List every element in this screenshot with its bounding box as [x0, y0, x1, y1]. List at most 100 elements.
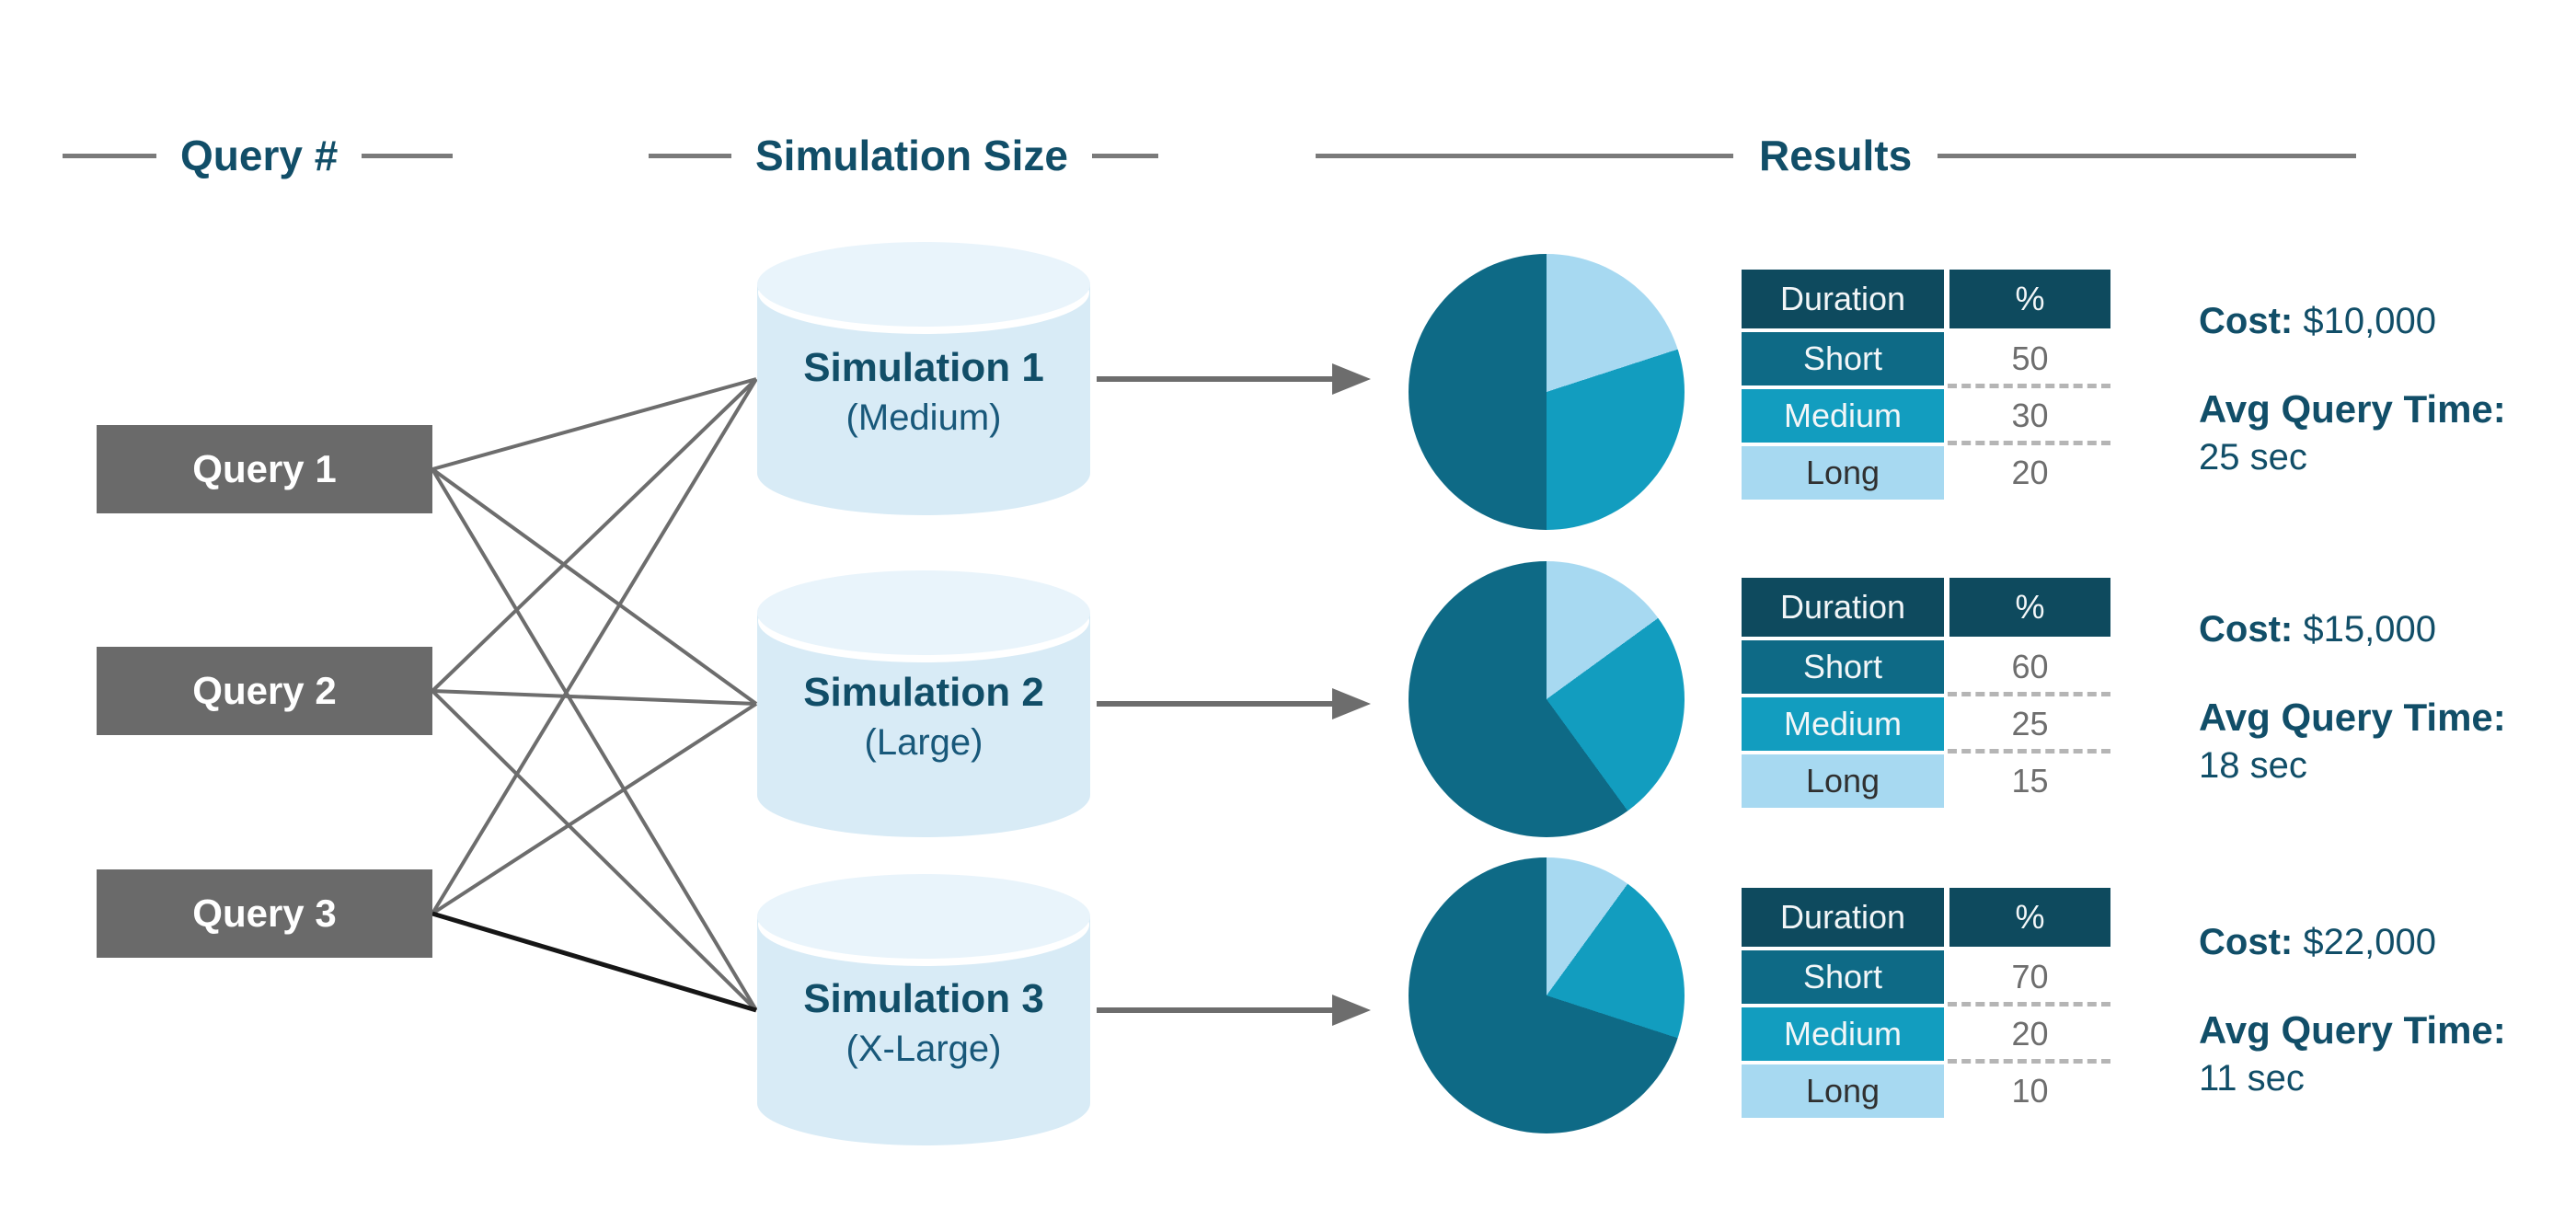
results-section-header: Results [1316, 131, 2357, 180]
header-line [362, 153, 454, 158]
cost-value: $10,000 [2303, 301, 2436, 341]
connection-q2-s2 [431, 689, 757, 706]
connection-q3-s1 [431, 377, 758, 915]
short-value-cell: 50 [1949, 332, 2110, 385]
medium-value-cell: 30 [1949, 389, 2110, 443]
cost-value: $15,000 [2303, 609, 2436, 650]
duration-header-cell: Duration [1742, 578, 1944, 637]
simulation-label-group: Simulation 1 (Medium) [757, 242, 1090, 515]
flow-arrowhead-2 [1332, 688, 1371, 719]
result-block-3: Cost: $22,000 Avg Query Time: 11 sec [2199, 920, 2576, 1100]
duration-table-3: Duration % Short 70 Medium 20 Long 10 [1742, 888, 2110, 1118]
query-box-2: Query 2 [97, 647, 432, 735]
medium-value-cell: 20 [1949, 1007, 2110, 1061]
cylinder-top [757, 874, 1090, 959]
query-box-1: Query 1 [97, 425, 432, 513]
simulation-cylinder-2: Simulation 2 (Large) [757, 570, 1090, 837]
percent-header-cell: % [1949, 888, 2110, 947]
pie-chart-1 [1409, 254, 1685, 530]
long-label-cell: Long [1742, 446, 1944, 500]
short-label-cell: Short [1742, 950, 1944, 1004]
table-row: Short 60 [1742, 640, 2110, 694]
cylinder-top [757, 570, 1090, 655]
table-dashed-divider [1948, 1002, 2110, 1007]
query-section-header: Query # [63, 131, 454, 180]
short-label-cell: Short [1742, 640, 1944, 694]
simulation-name: Simulation 1 [803, 344, 1044, 390]
avg-query-time-value: 18 sec [2199, 745, 2307, 786]
cost-label: Cost: [2199, 301, 2294, 341]
table-row: Medium 30 [1742, 389, 2110, 443]
cost-label: Cost: [2199, 922, 2294, 962]
table-row: Medium 20 [1742, 1007, 2110, 1061]
simulation-cylinder-1: Simulation 1 (Medium) [757, 242, 1090, 515]
avg-query-time-value: 11 sec [2199, 1058, 2305, 1099]
table-header-row: Duration % [1742, 270, 2110, 328]
cost-value: $22,000 [2303, 922, 2436, 962]
table-row: Medium 25 [1742, 697, 2110, 751]
table-header-row: Duration % [1742, 888, 2110, 947]
short-value-cell: 60 [1949, 640, 2110, 694]
query-box-label: Query 2 [192, 669, 337, 712]
connection-q1-s1 [431, 377, 757, 471]
duration-table-1: Duration % Short 50 Medium 30 Long 20 [1742, 270, 2110, 500]
results-section-title: Results [1759, 132, 1913, 179]
long-label-cell: Long [1742, 1064, 1944, 1118]
header-line [649, 153, 731, 158]
table-dashed-divider [1948, 749, 2110, 754]
table-row: Short 70 [1742, 950, 2110, 1004]
simulation-size: (X-Large) [845, 1028, 1002, 1069]
simulation-size: (Medium) [845, 397, 1002, 438]
long-value-cell: 15 [1949, 754, 2110, 808]
connection-q3-s3 [431, 911, 757, 1013]
table-dashed-divider [1948, 384, 2110, 388]
result-block-1: Cost: $10,000 Avg Query Time: 25 sec [2199, 299, 2576, 479]
table-row: Long 15 [1742, 754, 2110, 808]
duration-header-cell: Duration [1742, 270, 1944, 328]
pie-chart-2 [1409, 561, 1685, 837]
connection-q1-s3 [431, 467, 758, 1012]
header-line [1316, 153, 1733, 158]
cost-line: Cost: $15,000 [2199, 607, 2576, 651]
percent-header-cell: % [1949, 578, 2110, 637]
duration-header-cell: Duration [1742, 888, 1944, 947]
table-row: Long 20 [1742, 446, 2110, 500]
simulation-name: Simulation 2 [803, 670, 1044, 715]
header-line [1938, 153, 2357, 158]
connection-q2-s3 [431, 689, 758, 1012]
simulation-label-group: Simulation 2 (Large) [757, 570, 1090, 837]
percent-header-cell: % [1949, 270, 2110, 328]
simulation-section-header: Simulation Size [649, 131, 1158, 180]
medium-label-cell: Medium [1742, 697, 1944, 751]
cost-line: Cost: $22,000 [2199, 920, 2576, 964]
simulation-name: Simulation 3 [803, 975, 1044, 1021]
result-block-2: Cost: $15,000 Avg Query Time: 18 sec [2199, 607, 2576, 788]
cost-label: Cost: [2199, 609, 2294, 650]
long-label-cell: Long [1742, 754, 1944, 808]
simulation-cylinder-3: Simulation 3 (X-Large) [757, 874, 1090, 1145]
connection-q1-s2 [431, 467, 758, 706]
simulation-label-group: Simulation 3 (X-Large) [757, 874, 1090, 1145]
medium-label-cell: Medium [1742, 1007, 1944, 1061]
header-line [1091, 153, 1158, 158]
long-value-cell: 10 [1949, 1064, 2110, 1118]
table-dashed-divider [1948, 1059, 2110, 1064]
short-value-cell: 70 [1949, 950, 2110, 1004]
table-row: Long 10 [1742, 1064, 2110, 1118]
cylinder-top [757, 242, 1090, 327]
table-header-row: Duration % [1742, 578, 2110, 637]
flow-arrowhead-3 [1332, 995, 1371, 1026]
table-dashed-divider [1948, 441, 2110, 445]
table-row: Short 50 [1742, 332, 2110, 385]
table-dashed-divider [1948, 692, 2110, 696]
connection-q3-s2 [431, 702, 758, 915]
simulation-section-title: Simulation Size [755, 132, 1068, 179]
query-box-3: Query 3 [97, 869, 432, 958]
query-box-label: Query 3 [192, 892, 337, 935]
avg-query-time-label: Avg Query Time: [2199, 387, 2506, 431]
cost-line: Cost: $10,000 [2199, 299, 2576, 343]
query-section-title: Query # [180, 132, 339, 179]
header-line [63, 153, 156, 158]
